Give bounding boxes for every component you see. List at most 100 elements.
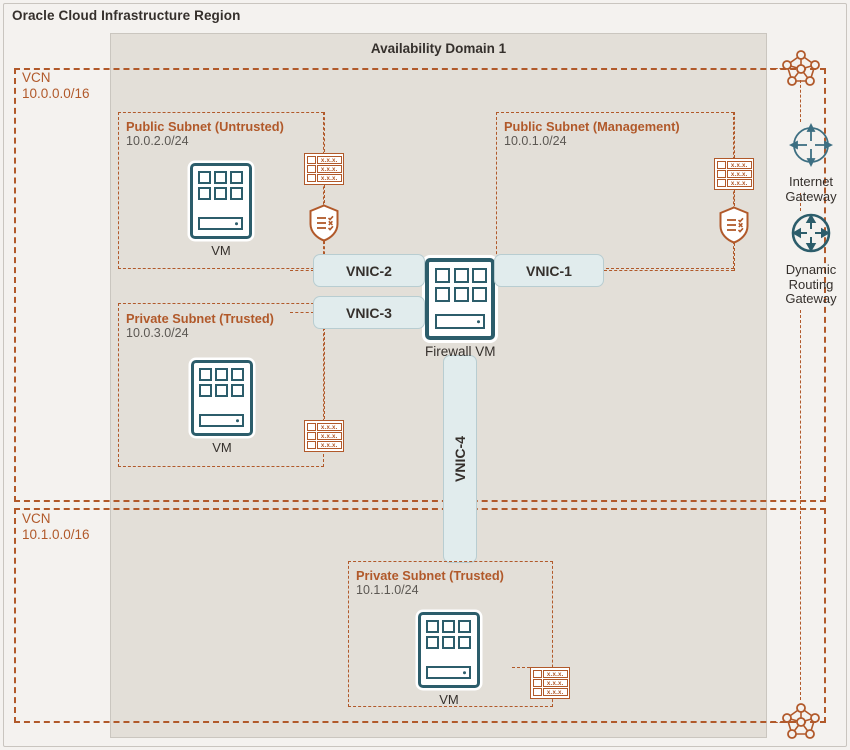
vm-label: VM (212, 440, 232, 455)
subnet-private-trusted-top-name: Private Subnet (Trusted) (126, 311, 274, 326)
vm-icon-cell (230, 171, 243, 184)
vm-public-untrusted[interactable]: VM (189, 163, 253, 258)
route-table-row: x.x.x. (306, 422, 342, 431)
route-table-row: x.x.x. (306, 174, 342, 183)
firewall-vm-icon-dot (476, 319, 480, 324)
connector-untrusted-rt-to-sl (324, 185, 325, 203)
vnic-4[interactable]: VNIC-4 (443, 355, 477, 563)
vm-icon-grid (426, 620, 471, 649)
route-table-row-value: x.x.x. (317, 155, 342, 164)
subnet-public-management-name: Public Subnet (Management) (504, 119, 680, 134)
subnet-private-trusted-bottom-name: Private Subnet (Trusted) (356, 568, 504, 583)
vm-icon-cell (214, 187, 227, 200)
route-table-row-value: x.x.x. (543, 669, 568, 678)
route-table-row-value: x.x.x. (727, 169, 752, 179)
security-list-shield-icon[interactable] (718, 206, 750, 244)
subnet-public-management-boundary (496, 112, 734, 269)
firewall-vm[interactable]: Firewall VM (425, 258, 496, 359)
route-table-row: x.x.x. (306, 431, 342, 441)
subnet-public-untrusted-boundary (118, 112, 324, 269)
connector-mesh-to-internet-gateway (800, 80, 801, 122)
vcn-top-cidr: 10.0.0.0/16 (22, 85, 90, 101)
route-table-row: x.x.x. (532, 669, 568, 678)
security-list-shield-icon[interactable] (308, 204, 340, 242)
subnet-private-trusted-bottom-boundary (348, 561, 553, 707)
route-table-row-box (306, 155, 316, 164)
vm-icon-cell (215, 384, 228, 397)
firewall-vm-icon-cell (435, 286, 450, 302)
route-table-row: x.x.x. (716, 179, 752, 188)
vcn-top-boundary (14, 68, 826, 502)
vcn-top-label: VCN 10.0.0.0/16 (22, 70, 90, 102)
subnet-public-untrusted-name: Public Subnet (Untrusted) (126, 119, 284, 134)
vm-private-trusted-top[interactable]: VM (190, 360, 254, 455)
drg-label-line1: Dynamic (785, 262, 837, 277)
drg-label-line2: Routing (788, 276, 834, 292)
internet-gateway[interactable]: Internet Gateway (768, 122, 850, 204)
route-table-row: x.x.x. (716, 160, 752, 169)
subnet-private-trusted-top-boundary (118, 303, 324, 467)
availability-domain-title: Availability Domain 1 (370, 41, 507, 56)
subnet-private-trusted-bottom-label: Private Subnet (Trusted) 10.1.1.0/24 (356, 568, 504, 598)
route-table-row-box (306, 174, 316, 183)
route-table-row-value: x.x.x. (727, 179, 752, 188)
drg-label-line3: Gateway (785, 291, 837, 307)
vm-icon-cell (231, 384, 244, 397)
dynamic-routing-gateway[interactable]: Dynamic Routing Gateway (768, 210, 850, 307)
route-table-row-box (716, 169, 726, 179)
vm-icon-cell (198, 171, 211, 184)
route-table-row: x.x.x. (306, 441, 342, 450)
route-table-row-box (532, 678, 542, 688)
vm-icon-cell (426, 620, 439, 633)
network-mesh-icon (779, 700, 823, 742)
network-mesh-icon (779, 47, 823, 89)
route-table-row: x.x.x. (532, 678, 568, 688)
firewall-vm-icon-cell (435, 268, 450, 283)
firewall-vm-icon (425, 258, 495, 340)
vm-icon-cell (231, 368, 244, 381)
route-table-row-box (532, 688, 542, 697)
firewall-vm-icon-cell (453, 268, 469, 283)
route-table-icon[interactable]: x.x.x. x.x.x. x.x.x. (304, 153, 344, 185)
route-table-row: x.x.x. (306, 164, 342, 174)
route-table-row-value: x.x.x. (317, 164, 342, 174)
internet-gateway-icon (788, 122, 834, 168)
vnic-3[interactable]: VNIC-3 (313, 296, 425, 329)
route-table-row: x.x.x. (716, 169, 752, 179)
connector-management-sl-to-vnic1 (734, 243, 735, 271)
vm-icon-cell (215, 368, 228, 381)
vm-icon-dot (234, 221, 238, 226)
internet-gateway-label-line2: Gateway (785, 188, 837, 204)
vm-icon-cell (458, 620, 471, 633)
vm-icon (418, 612, 480, 688)
route-table-row: x.x.x. (532, 688, 568, 697)
vm-icon-cell (426, 636, 439, 649)
firewall-vm-icon-cell (472, 286, 487, 302)
route-table-icon[interactable]: x.x.x. x.x.x. x.x.x. (304, 420, 344, 452)
subnet-public-management-cidr: 10.0.1.0/24 (504, 134, 567, 149)
route-table-row-value: x.x.x. (727, 160, 752, 169)
dynamic-routing-gateway-icon (791, 213, 831, 253)
vcn-bottom-boundary (14, 508, 826, 723)
connector-mesh-bottom-to-vcn-bottom (770, 722, 792, 723)
vnic-2[interactable]: VNIC-2 (313, 254, 425, 287)
vm-icon-cell (442, 636, 455, 649)
route-table-row-value: x.x.x. (317, 441, 342, 450)
vm-icon (190, 163, 252, 239)
route-table-icon[interactable]: x.x.x. x.x.x. x.x.x. (714, 158, 754, 190)
connector-vnic1-to-management-subnet (604, 270, 734, 271)
vm-icon-cell (199, 384, 212, 397)
connector-vnic2-to-untrusted-subnet (290, 270, 314, 271)
connector-igw-to-drg (800, 193, 801, 211)
vm-icon-cell (199, 368, 212, 381)
firewall-vm-label: Firewall VM (425, 344, 496, 359)
vm-private-trusted-bottom[interactable]: VM (417, 612, 481, 707)
route-table-icon[interactable]: x.x.x. x.x.x. x.x.x. (530, 667, 570, 699)
dynamic-routing-gateway-label: Dynamic Routing Gateway (768, 262, 850, 307)
connector-management-rt-stem-top (734, 112, 735, 158)
firewall-vm-icon-grid (435, 268, 487, 302)
vnic-1[interactable]: VNIC-1 (494, 254, 604, 287)
vm-icon-bar (199, 414, 244, 427)
subnet-private-trusted-top-label: Private Subnet (Trusted) 10.0.3.0/24 (126, 311, 274, 341)
connector-drg-to-mesh-bottom (800, 310, 801, 700)
